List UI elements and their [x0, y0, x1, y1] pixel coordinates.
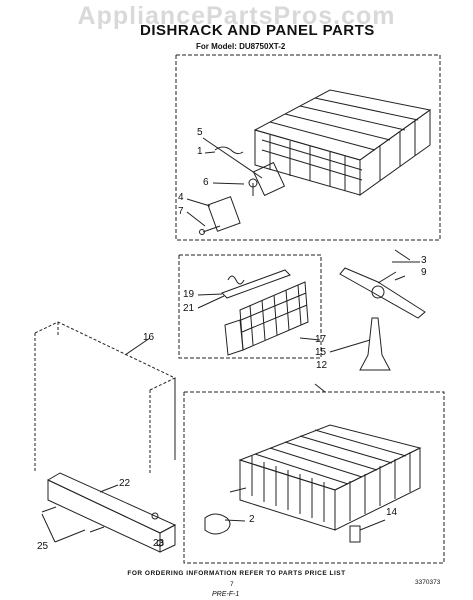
- door-panel-drawing: [34, 321, 177, 553]
- watermark: AppliancePartsPros.com: [77, 2, 396, 30]
- lower-rack-drawing: [204, 383, 422, 543]
- handwritten-note: PRE-F-1: [212, 591, 240, 598]
- callout-2: 2: [249, 514, 255, 525]
- upper-rack-drawing: [253, 89, 432, 196]
- page-number: 7: [230, 581, 234, 588]
- upper-rack-box: [175, 54, 441, 241]
- document-number: 3370373: [415, 579, 441, 586]
- callout-22: 22: [119, 478, 131, 489]
- model-subtitle: For Model: DU8750XT-2: [196, 42, 286, 51]
- callout-16: 16: [143, 332, 155, 343]
- callout-7: 7: [178, 206, 184, 217]
- callout-17: 17: [315, 334, 327, 345]
- callout-6: 6: [203, 177, 209, 188]
- filter-box: [178, 254, 322, 359]
- callout-21: 21: [183, 303, 195, 314]
- callout-25: 25: [37, 541, 49, 552]
- filter-drawing: [197, 269, 321, 356]
- lower-rack-box: [183, 391, 445, 564]
- upper-small-parts: [186, 137, 286, 235]
- callout-12: 12: [316, 360, 328, 371]
- callout-15: 15: [315, 347, 327, 358]
- callout-14: 14: [386, 507, 398, 518]
- callout-4: 4: [178, 192, 184, 203]
- callout-23: 23: [153, 538, 165, 549]
- leader-3: [394, 249, 411, 261]
- diagram-title: DISHRACK AND PANEL PARTS: [140, 22, 375, 39]
- callout-19: 19: [183, 289, 195, 300]
- ordering-info: FOR ORDERING INFORMATION REFER TO PARTS …: [127, 570, 346, 577]
- callout-9: 9: [421, 267, 427, 278]
- callout-1: 1: [197, 146, 203, 157]
- callout-5: 5: [197, 127, 203, 138]
- spray-arm-drawing: [329, 261, 426, 371]
- callout-3: 3: [421, 255, 427, 266]
